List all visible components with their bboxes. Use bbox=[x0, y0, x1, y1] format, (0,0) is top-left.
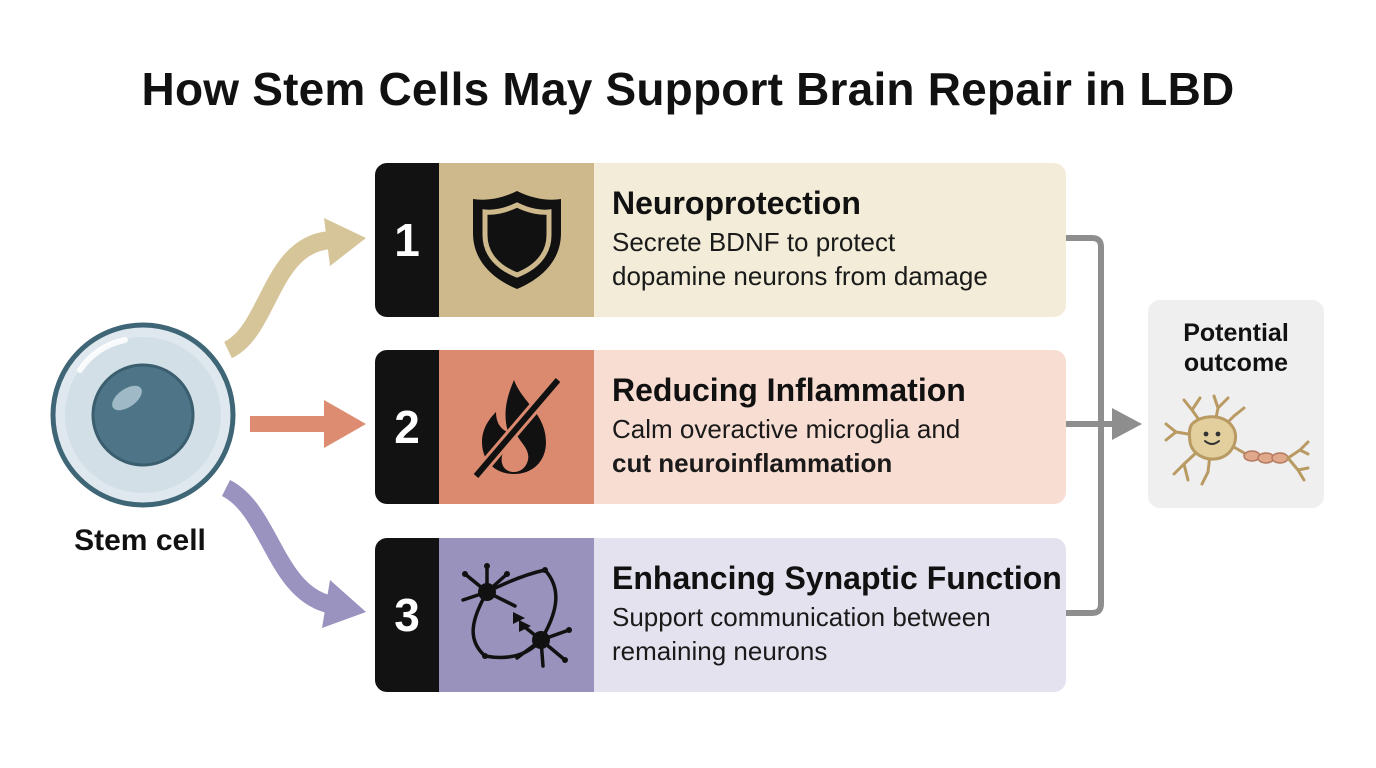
arrow-to-inflammation bbox=[250, 400, 366, 448]
outcome-label-line: outcome bbox=[1183, 349, 1289, 377]
step-title: Neuroprotection bbox=[612, 185, 861, 221]
step-description-line-bold: cut neuroinflammation bbox=[612, 446, 1066, 480]
step-title: Reducing Inflammation bbox=[612, 372, 966, 408]
step-number: 2 bbox=[375, 350, 439, 504]
step-description-line: remaining neurons bbox=[612, 636, 828, 666]
no-fire-icon bbox=[470, 376, 563, 480]
step-description-line: Secrete BDNF to protect bbox=[612, 227, 896, 257]
step-description-line: dopamine neurons from damage bbox=[612, 261, 988, 291]
shield-icon bbox=[472, 191, 561, 289]
step-card-synaptic-function: 3 Enhancing Synaptic Fun bbox=[375, 538, 1066, 692]
outcome-connector bbox=[1066, 235, 1142, 616]
outcome-box: Potential outcome bbox=[1148, 300, 1324, 508]
icon-cell bbox=[439, 163, 594, 317]
step-number: 3 bbox=[375, 538, 439, 692]
happy-neuron-icon bbox=[1164, 394, 1310, 486]
page-title: How Stem Cells May Support Brain Repair … bbox=[141, 63, 1235, 115]
arrow-to-synaptic bbox=[221, 479, 366, 628]
step-description-line: Calm overactive microglia and bbox=[612, 414, 961, 444]
text-cell: Reducing Inflammation Calm overactive mi… bbox=[594, 350, 1066, 504]
arrow-to-neuroprotection bbox=[223, 218, 366, 359]
outcome-label: Potential outcome bbox=[1148, 318, 1324, 378]
text-cell: Neuroprotection Secrete BDNF to protect … bbox=[594, 163, 1066, 317]
stem-cell-label: Stem cell bbox=[74, 524, 206, 557]
step-description-line: Support communication between bbox=[612, 602, 991, 632]
step-number: 1 bbox=[375, 163, 439, 317]
stem-cell-icon bbox=[50, 322, 236, 508]
neuron-network-icon bbox=[460, 563, 572, 668]
outcome-label-line: Potential bbox=[1183, 319, 1289, 347]
icon-cell bbox=[439, 350, 594, 504]
step-title: Enhancing Synaptic Function bbox=[612, 560, 1062, 596]
icon-cell bbox=[439, 538, 594, 692]
step-card-neuroprotection: 1 Neuroprotection Secrete BDNF to protec… bbox=[375, 163, 1066, 317]
step-card-reducing-inflammation: 2 Reducing Inflammation Calm overactive … bbox=[375, 350, 1066, 504]
step-description-bold: cut neuroinflammation bbox=[612, 448, 893, 478]
text-cell: Enhancing Synaptic Function Support comm… bbox=[594, 538, 1066, 692]
